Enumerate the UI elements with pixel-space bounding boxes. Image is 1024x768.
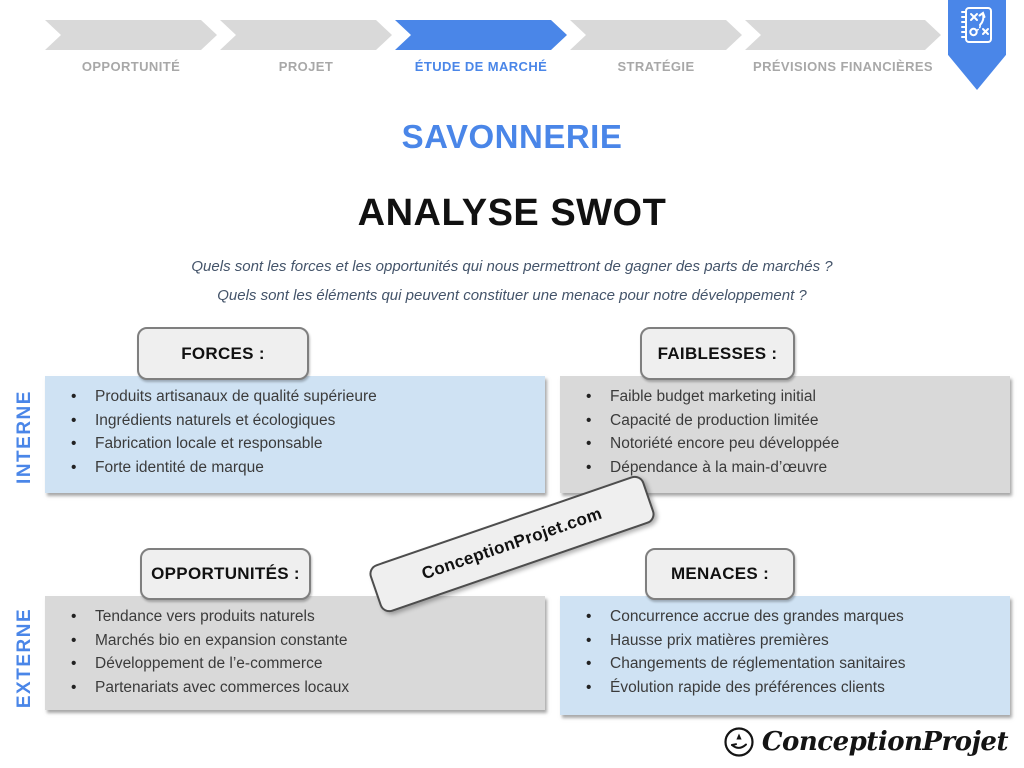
list-item: Faible budget marketing initial bbox=[560, 385, 1010, 409]
menaces-header-label: MENACES : bbox=[670, 564, 770, 583]
brand-logo-text: ConceptionProjet bbox=[761, 727, 1009, 757]
opportunites-list: Tendance vers produits naturels Marchés … bbox=[45, 596, 545, 699]
list-item: Évolution rapide des préférences clients bbox=[560, 676, 1010, 700]
forces-header-label: FORCES : bbox=[181, 343, 265, 363]
chevron-arrow-shape bbox=[745, 20, 941, 50]
list-item: Développement de l’e-commerce bbox=[45, 652, 545, 676]
chevron-arrow-shape bbox=[395, 20, 567, 50]
forces-content-box: Produits artisanaux de qualité supérieur… bbox=[45, 376, 545, 493]
nav-step-label: STRATÉGIE bbox=[617, 59, 695, 74]
row-label-externe: EXTERNE bbox=[14, 607, 35, 709]
intro-question-1: Quels sont les forces et les opportunité… bbox=[191, 258, 833, 275]
list-item: Concurrence accrue des grandes marques bbox=[560, 605, 1010, 629]
list-item: Hausse prix matières premières bbox=[560, 629, 1010, 653]
nav-step-strategie: STRATÉGIE bbox=[570, 20, 742, 74]
forces-header-pill: FORCES : bbox=[137, 327, 309, 380]
opportunites-header-pill: OPPORTUNITÉS : bbox=[140, 548, 311, 600]
hand-holding-rocket-icon bbox=[724, 727, 754, 757]
nav-step-label: OPPORTUNITÉ bbox=[81, 59, 181, 74]
watermark-plate: ConceptionProjet.com bbox=[366, 473, 658, 615]
menaces-list: Concurrence accrue des grandes marques H… bbox=[560, 596, 1010, 699]
strategy-notepad-icon bbox=[961, 7, 992, 43]
process-nav: OPPORTUNITÉ PROJET ÉTUDE DE MARCHÉ STRAT… bbox=[45, 20, 941, 74]
list-item: Fabrication locale et responsable bbox=[45, 432, 545, 456]
chevron-arrow-shape bbox=[570, 20, 742, 50]
intro-question-2: Quels sont les éléments qui peuvent cons… bbox=[217, 287, 807, 304]
menaces-header-pill: MENACES : bbox=[645, 548, 795, 600]
nav-step-opportunite: OPPORTUNITÉ bbox=[45, 20, 217, 74]
faiblesses-header-pill: FAIBLESSES : bbox=[640, 327, 795, 380]
page-subtitle: ANALYSE SWOT bbox=[357, 192, 667, 234]
opportunites-header-label: OPPORTUNITÉS : bbox=[151, 564, 300, 583]
faiblesses-header-label: FAIBLESSES : bbox=[657, 343, 778, 363]
list-item: Capacité de production limitée bbox=[560, 409, 1010, 433]
watermark-text: ConceptionProjet.com bbox=[419, 503, 605, 584]
menaces-content-box: Concurrence accrue des grandes marques H… bbox=[560, 596, 1010, 715]
list-item: Marchés bio en expansion constante bbox=[45, 629, 545, 653]
list-item: Notoriété encore peu développée bbox=[560, 432, 1010, 456]
chevron-arrow-shape bbox=[220, 20, 392, 50]
nav-step-label: PRÉVISIONS FINANCIÈRES bbox=[753, 59, 933, 74]
nav-step-projet: PROJET bbox=[220, 20, 392, 74]
nav-step-label: PROJET bbox=[278, 59, 334, 74]
nav-step-label: ÉTUDE DE MARCHÉ bbox=[414, 59, 548, 74]
forces-list: Produits artisanaux de qualité supérieur… bbox=[45, 376, 545, 479]
opportunites-content-box: Tendance vers produits naturels Marchés … bbox=[45, 596, 545, 710]
row-label-interne: INTERNE bbox=[14, 390, 35, 484]
page-title: SAVONNERIE bbox=[401, 118, 623, 155]
list-item: Forte identité de marque bbox=[45, 456, 545, 480]
list-item: Produits artisanaux de qualité supérieur… bbox=[45, 385, 545, 409]
faiblesses-content-box: Faible budget marketing initial Capacité… bbox=[560, 376, 1010, 493]
list-item: Partenariats avec commerces locaux bbox=[45, 676, 545, 700]
list-item: Tendance vers produits naturels bbox=[45, 605, 545, 629]
list-item: Ingrédients naturels et écologiques bbox=[45, 409, 545, 433]
list-item: Dépendance à la main-d’œuvre bbox=[560, 456, 1010, 480]
ribbon-badge bbox=[948, 0, 1006, 90]
faiblesses-list: Faible budget marketing initial Capacité… bbox=[560, 376, 1010, 479]
brand-logo: ConceptionProjet bbox=[723, 726, 1009, 758]
list-item: Changements de réglementation sanitaires bbox=[560, 652, 1010, 676]
chevron-arrow-shape bbox=[45, 20, 217, 50]
nav-step-etude-de-marche-active: ÉTUDE DE MARCHÉ bbox=[395, 20, 567, 74]
nav-step-previsions-financieres: PRÉVISIONS FINANCIÈRES bbox=[745, 20, 941, 74]
